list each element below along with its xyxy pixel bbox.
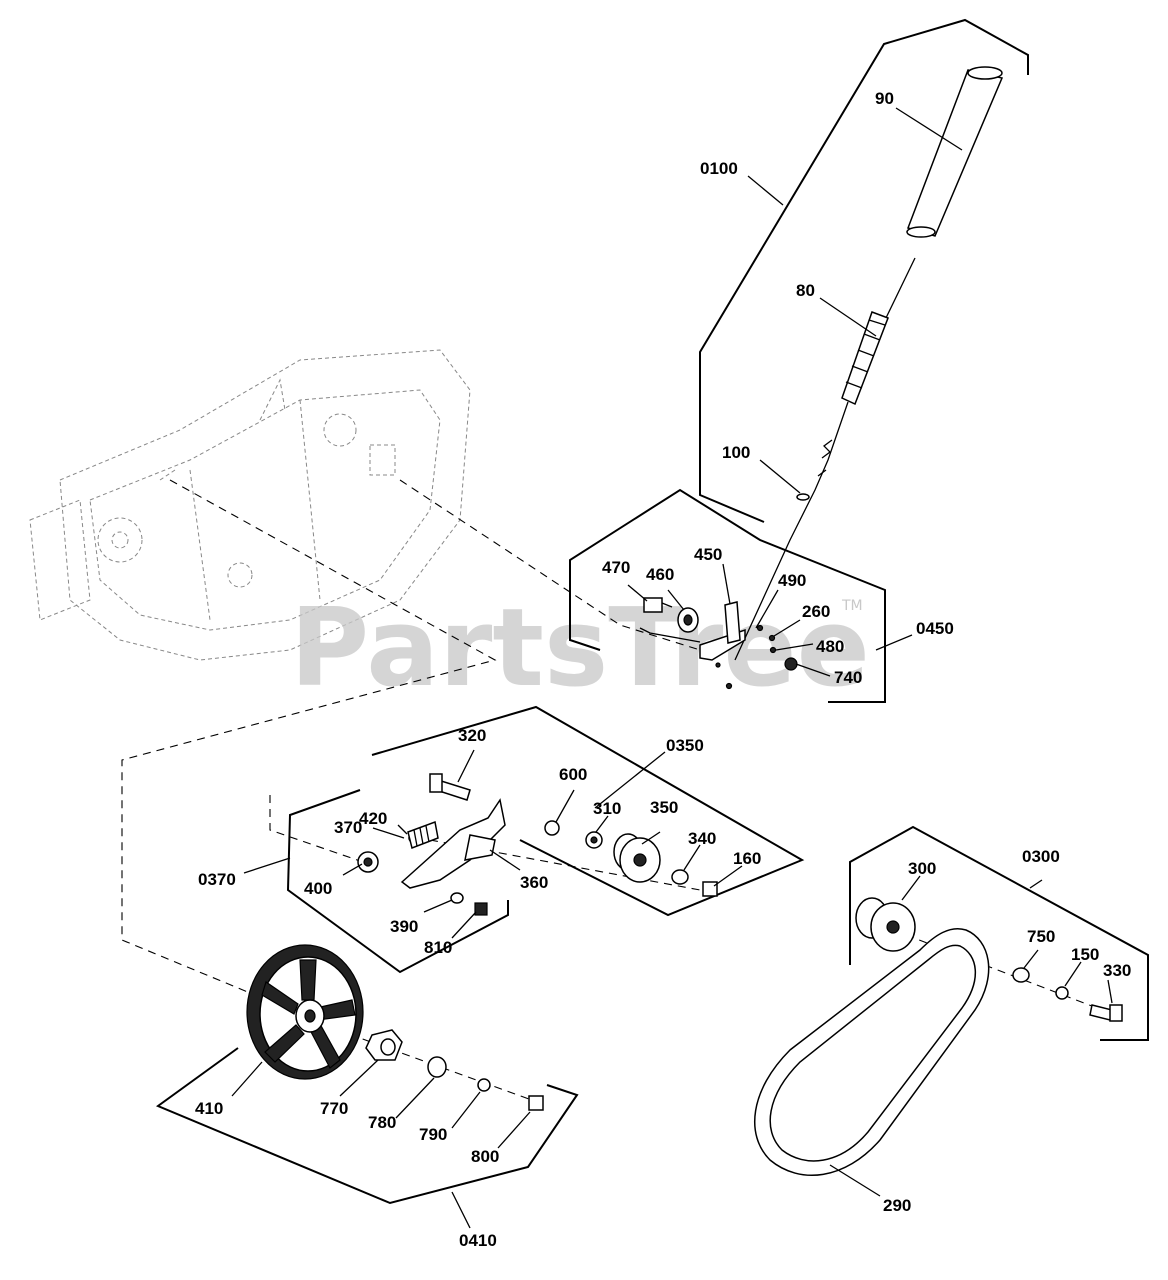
part-480-clip bbox=[769, 646, 777, 654]
group-0100-outline bbox=[699, 18, 1029, 523]
label-480: 480 bbox=[816, 637, 844, 656]
part-290-belt bbox=[753, 928, 990, 1177]
label-770: 770 bbox=[320, 1099, 348, 1118]
group-0450-outline bbox=[569, 488, 886, 703]
part-400-spacer bbox=[357, 851, 379, 873]
label-810: 810 bbox=[424, 938, 452, 957]
label-290: 290 bbox=[883, 1196, 911, 1215]
part-screw-small-a bbox=[715, 662, 721, 668]
label-410: 410 bbox=[195, 1099, 223, 1118]
part-90-grip bbox=[906, 66, 1004, 238]
part-100-connector bbox=[796, 493, 810, 501]
part-screw-small-b bbox=[725, 682, 733, 690]
assembly-line-mid bbox=[399, 479, 701, 651]
part-idler-arm bbox=[400, 798, 506, 889]
label-600: 600 bbox=[559, 765, 587, 784]
part-790-lockwasher bbox=[477, 1078, 491, 1092]
label-360: 360 bbox=[520, 873, 548, 892]
part-800-nut bbox=[528, 1095, 544, 1111]
label-400: 400 bbox=[304, 879, 332, 898]
part-320-bolt bbox=[429, 773, 471, 801]
group-0370-outline bbox=[286, 789, 509, 974]
part-450-bracket bbox=[699, 601, 746, 661]
watermark-tm: TM bbox=[841, 598, 863, 614]
label-80: 80 bbox=[796, 281, 815, 300]
group-0300-outline bbox=[849, 825, 1149, 1041]
leader-lines bbox=[231, 107, 1113, 1229]
part-370-spring bbox=[407, 820, 439, 850]
label-100: 100 bbox=[722, 443, 750, 462]
label-370: 370 bbox=[334, 818, 362, 837]
part-410-drive-pulley bbox=[246, 944, 364, 1080]
label-420: 420 bbox=[359, 809, 387, 828]
part-350-idler-pulley bbox=[613, 833, 661, 883]
label-450: 450 bbox=[694, 545, 722, 564]
group-0350-outline bbox=[371, 705, 805, 917]
label-350: 350 bbox=[650, 798, 678, 817]
part-740-nut bbox=[784, 657, 798, 671]
part-310-bearing bbox=[585, 831, 603, 849]
label-330: 330 bbox=[1103, 961, 1131, 980]
label-160: 160 bbox=[733, 849, 761, 868]
part-wire-clip bbox=[639, 627, 701, 643]
label-310: 310 bbox=[593, 799, 621, 818]
label-0370: 0370 bbox=[198, 870, 236, 889]
part-780-washer bbox=[427, 1056, 447, 1078]
label-150: 150 bbox=[1071, 945, 1099, 964]
part-150-lockwasher bbox=[1055, 986, 1069, 1000]
label-260: 260 bbox=[802, 602, 830, 621]
part-160-nut bbox=[702, 881, 718, 897]
assembly-line-upper bbox=[121, 479, 497, 996]
part-390-washer bbox=[450, 892, 464, 904]
label-0410: 0410 bbox=[459, 1231, 497, 1250]
label-490: 490 bbox=[778, 571, 806, 590]
part-260-washer bbox=[768, 634, 776, 642]
assembly-line-idler bbox=[269, 795, 364, 863]
label-470: 470 bbox=[602, 558, 630, 577]
assembly-line-hub bbox=[309, 1019, 541, 1104]
label-790: 790 bbox=[419, 1125, 447, 1144]
group-0410-outline bbox=[155, 1047, 579, 1205]
part-810-nut bbox=[474, 902, 488, 916]
label-300: 300 bbox=[908, 859, 936, 878]
label-0300: 0300 bbox=[1022, 847, 1060, 866]
label-0350: 0350 bbox=[666, 736, 704, 755]
label-750: 750 bbox=[1027, 927, 1055, 946]
label-0450: 0450 bbox=[916, 619, 954, 638]
part-80-spring bbox=[734, 257, 916, 661]
label-390: 390 bbox=[390, 917, 418, 936]
tiller-frame-ghost bbox=[29, 349, 471, 661]
label-740: 740 bbox=[834, 668, 862, 687]
part-490-pin bbox=[756, 624, 764, 632]
part-750-washer bbox=[1012, 967, 1030, 983]
label-90: 90 bbox=[875, 89, 894, 108]
label-340: 340 bbox=[688, 829, 716, 848]
part-340-spacer bbox=[671, 869, 689, 885]
label-0100: 0100 bbox=[700, 159, 738, 178]
label-460: 460 bbox=[646, 565, 674, 584]
part-470-stud bbox=[643, 597, 673, 613]
part-600-washer bbox=[544, 820, 560, 836]
part-300-engine-pulley bbox=[855, 897, 916, 952]
part-330-bolt bbox=[1089, 1004, 1123, 1022]
label-800: 800 bbox=[471, 1147, 499, 1166]
part-460-bearing bbox=[677, 607, 699, 633]
part-770-hub bbox=[365, 1029, 403, 1061]
label-780: 780 bbox=[368, 1113, 396, 1132]
label-320: 320 bbox=[458, 726, 486, 745]
